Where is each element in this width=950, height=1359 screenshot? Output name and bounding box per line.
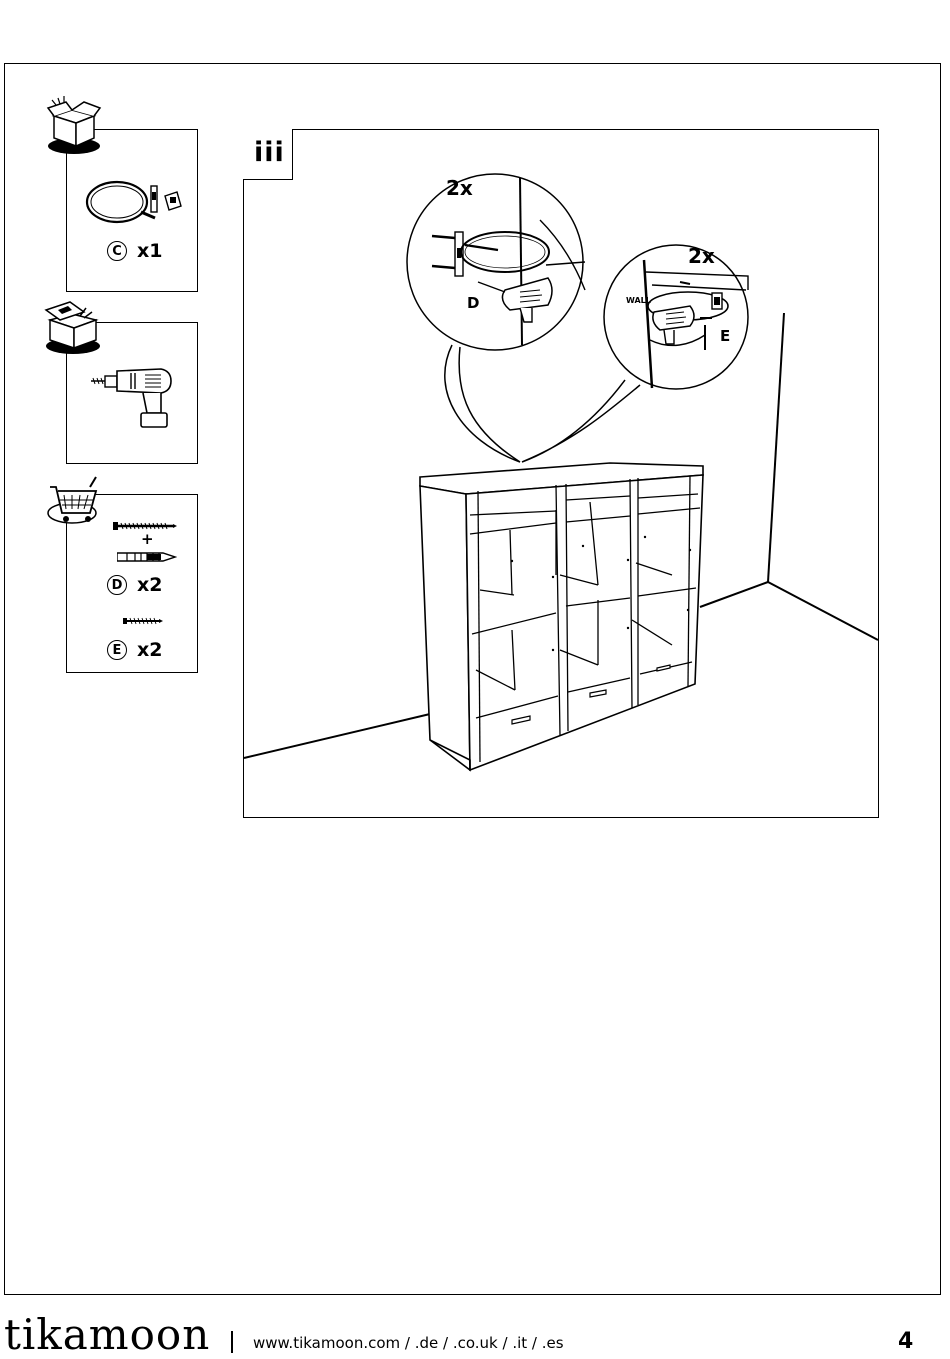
callout-left [407,174,583,462]
shelf-unit [420,463,703,770]
brand-logo: tikamoon [4,1314,210,1356]
page-number: 4 [898,1329,913,1354]
callout-left-multiplier: 2x [446,176,473,200]
step-number: iii [254,137,285,168]
callout-right-wall-label: WALL [626,296,651,305]
step-tab: iii [243,129,293,180]
footer-separator [231,1331,233,1353]
callout-right-part-letter: E [720,327,730,345]
footer-urls: www.tikamoon.com / .de / .co.uk / .it / … [253,1334,564,1352]
callout-left-part-letter: D [467,294,479,312]
callout-right-multiplier: 2x [688,244,715,268]
